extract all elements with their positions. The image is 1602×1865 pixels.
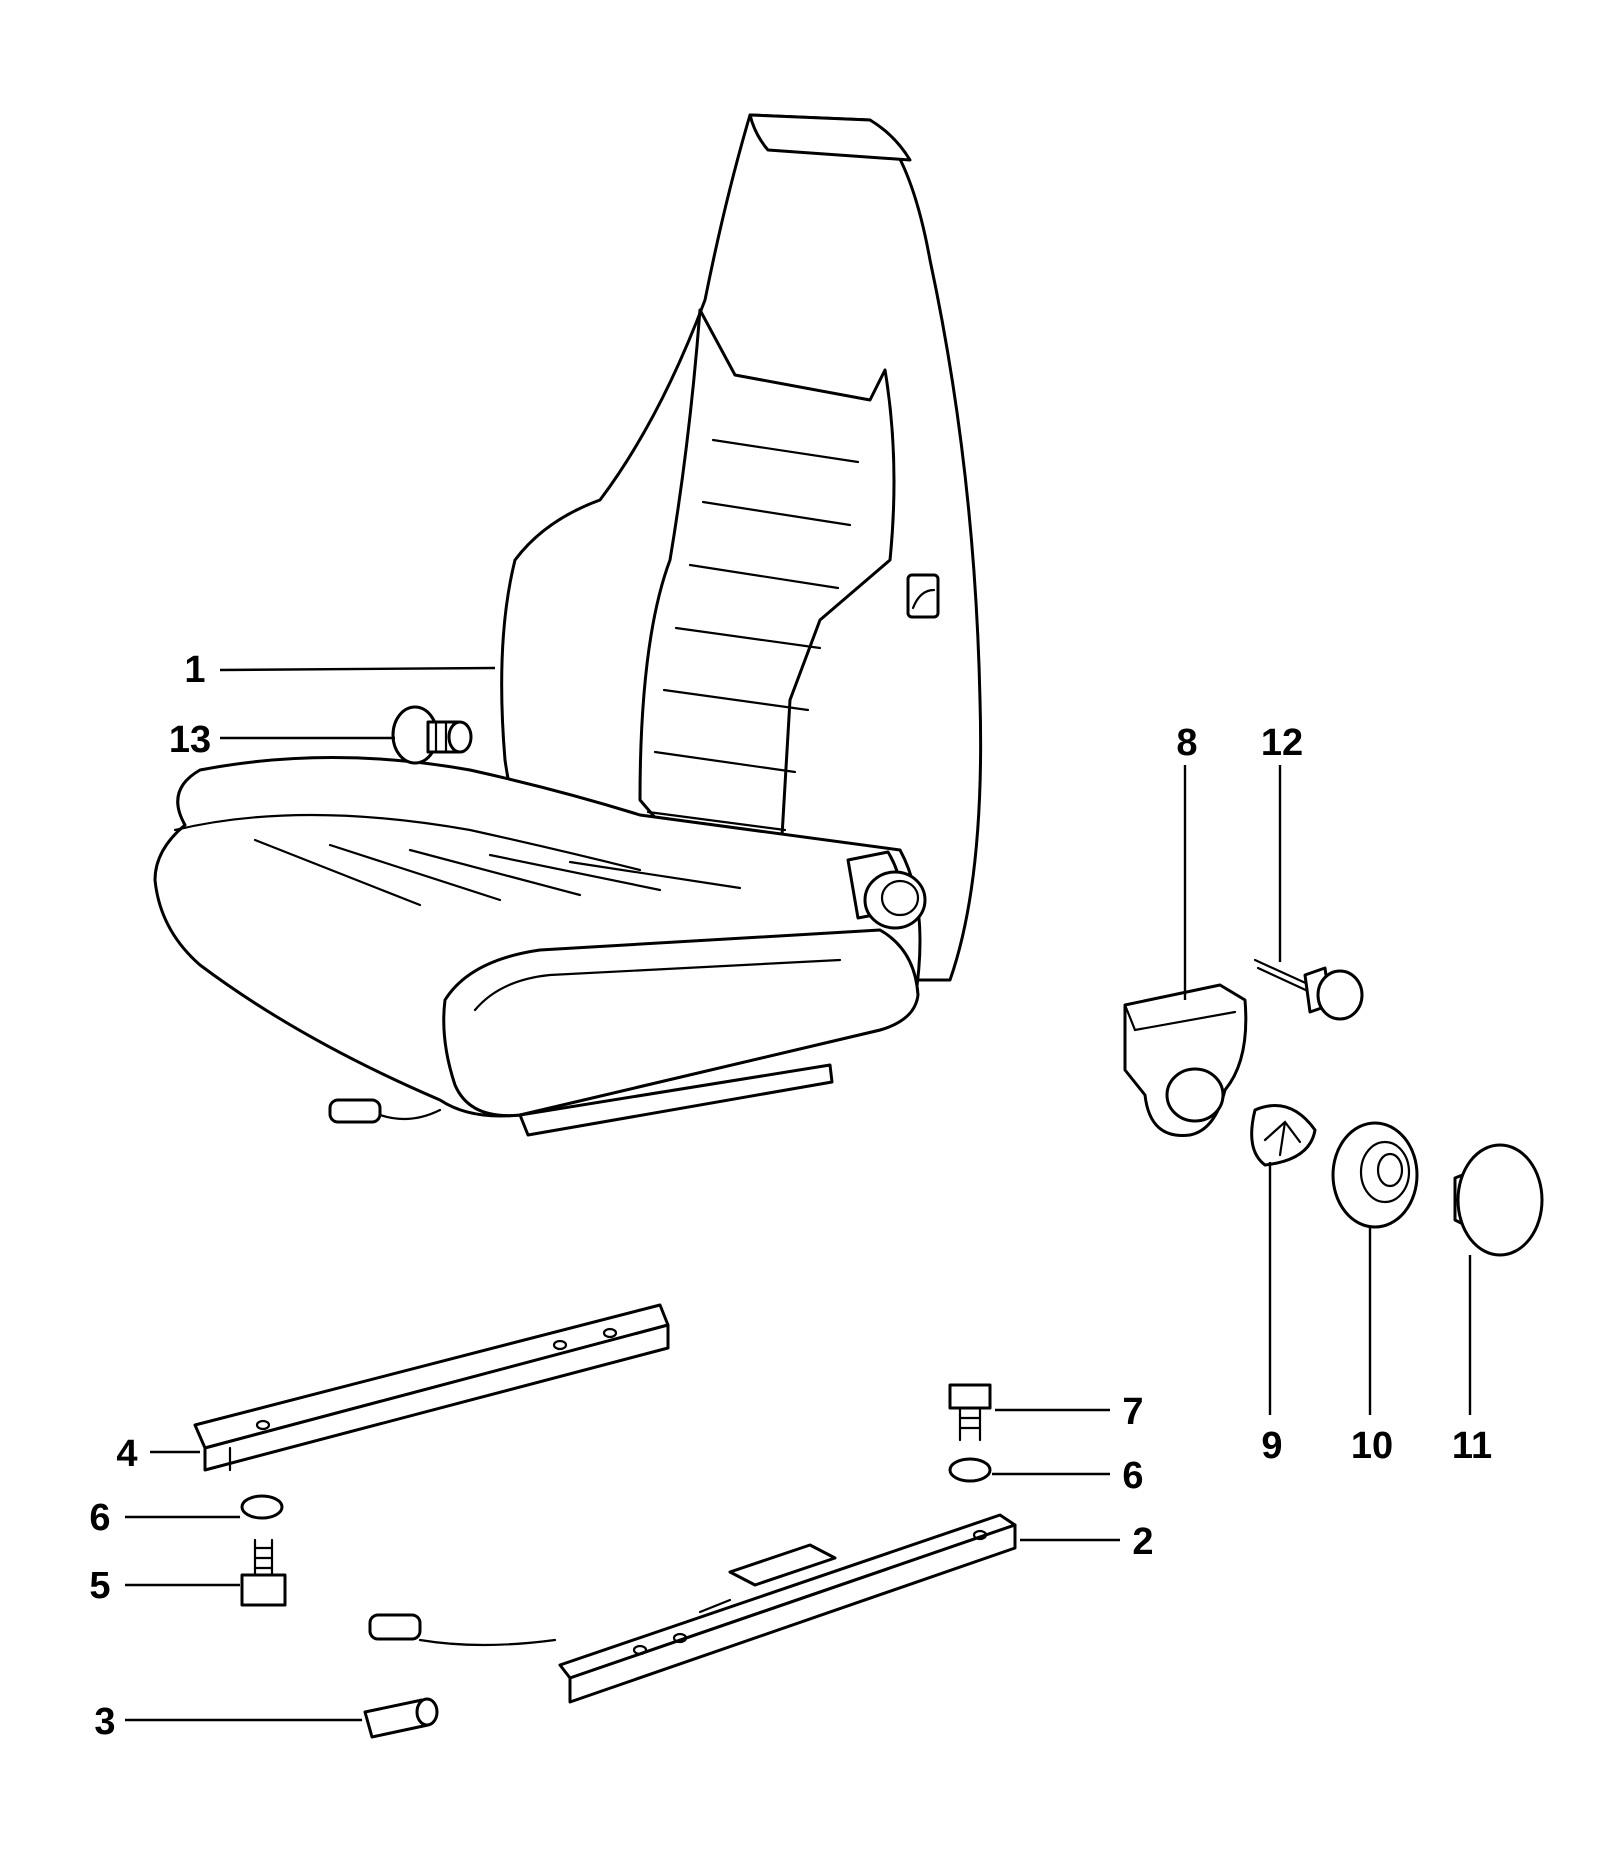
part-5-bolt bbox=[240, 1538, 287, 1607]
callout-9: 9 bbox=[1261, 1425, 1282, 1467]
callout-labels: 1 13 8 12 9 10 11 4 6 5 3 7 6 2 bbox=[89, 649, 1492, 1743]
callout-12: 12 bbox=[1261, 722, 1303, 764]
cushion-ribs bbox=[253, 838, 742, 907]
part-7-bolt bbox=[948, 1383, 992, 1442]
part-9-spring-clip bbox=[1250, 1104, 1317, 1167]
callout-6-left: 6 bbox=[89, 1497, 110, 1539]
callout-8: 8 bbox=[1176, 722, 1197, 764]
recliner-knob bbox=[846, 850, 927, 930]
callout-7: 7 bbox=[1122, 1391, 1143, 1433]
part-2-rail bbox=[368, 1513, 1017, 1704]
part-10-knob bbox=[1331, 1121, 1419, 1229]
part-6-washer-right bbox=[948, 1457, 992, 1483]
part-12-screw bbox=[1253, 958, 1364, 1021]
part-4-rail bbox=[193, 1303, 670, 1472]
backrest-lever bbox=[906, 573, 940, 619]
rail-release-handle bbox=[368, 1613, 422, 1641]
part-6-washer-left bbox=[240, 1494, 284, 1520]
part-11-cap bbox=[1453, 1143, 1544, 1257]
callout-5: 5 bbox=[89, 1565, 110, 1607]
callout-13: 13 bbox=[169, 719, 211, 761]
part-seat bbox=[153, 113, 983, 1137]
callout-10: 10 bbox=[1351, 1425, 1393, 1467]
release-handle bbox=[328, 1098, 382, 1124]
callout-1: 1 bbox=[184, 649, 205, 691]
part-3-end-cap bbox=[363, 1697, 439, 1739]
backrest-ribs bbox=[646, 438, 860, 832]
leader-lines bbox=[125, 666, 1472, 1722]
part-8-recliner-cover bbox=[1123, 983, 1248, 1137]
callout-11: 11 bbox=[1452, 1425, 1492, 1467]
callout-3: 3 bbox=[94, 1701, 115, 1743]
callout-2: 2 bbox=[1132, 1521, 1153, 1563]
part-13-plug bbox=[391, 705, 473, 765]
callout-6-right: 6 bbox=[1122, 1455, 1143, 1497]
callout-4: 4 bbox=[116, 1433, 137, 1475]
